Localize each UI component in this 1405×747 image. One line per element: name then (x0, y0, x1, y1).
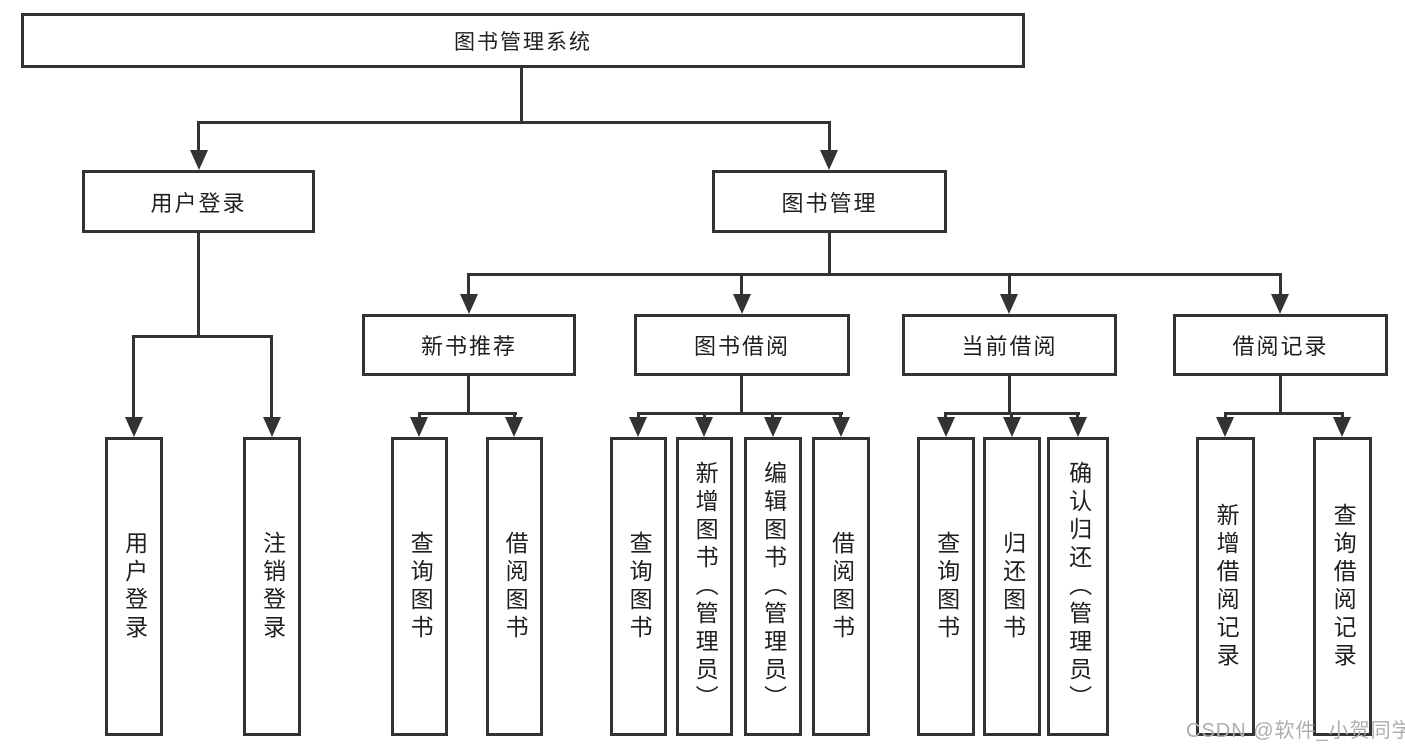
node-book-management: 图书管理 (712, 170, 947, 233)
connector-userlogin-vline (197, 233, 200, 335)
connector-drop-line (771, 412, 774, 419)
arrow-down-icon (505, 417, 523, 437)
leaf-label: 确认归还（管理员） (1065, 460, 1092, 713)
connector-drop-line (1076, 412, 1079, 419)
arrow-down-icon (1003, 417, 1021, 437)
leaf-query-books-recommend: 查询图书 (391, 437, 448, 736)
connector-borrow-vline (740, 376, 743, 412)
node-user-login: 用户登录 (82, 170, 315, 233)
connector-drop-line (740, 273, 743, 296)
leaf-label: 新增借阅记录 (1213, 502, 1240, 671)
connector-current-vline (1008, 376, 1011, 412)
connector-drop-line (703, 412, 706, 419)
leaf-label: 查询图书 (933, 530, 960, 643)
node-label: 图书管理系统 (454, 30, 592, 54)
connector-drop-line (132, 335, 135, 419)
arrow-down-icon (1271, 294, 1289, 314)
connector-drop-line (197, 121, 200, 152)
leaf-label: 归还图书 (999, 530, 1026, 643)
node-current-borrowing: 当前借阅 (902, 314, 1117, 376)
leaf-label: 借阅图书 (828, 530, 855, 643)
node-book-borrowing: 图书借阅 (634, 314, 850, 376)
leaf-label: 查询借阅记录 (1330, 502, 1357, 671)
connector-drop-line (637, 412, 640, 419)
connector-drop-line (467, 273, 470, 296)
connector-drop-line (828, 121, 831, 152)
leaf-borrow-books-recommend: 借阅图书 (486, 437, 543, 736)
leaf-user-login: 用户登录 (105, 437, 163, 736)
leaf-add-books-admin: 新增图书（管理员） (676, 437, 733, 736)
arrow-down-icon (1216, 417, 1234, 437)
leaf-add-borrow-record: 新增借阅记录 (1196, 437, 1255, 736)
connector-drop-line (270, 335, 273, 419)
leaf-label: 编辑图书（管理员） (760, 460, 787, 713)
connector-newbook-hline (418, 412, 517, 415)
node-borrowing-records: 借阅记录 (1173, 314, 1388, 376)
arrow-down-icon (460, 294, 478, 314)
connector-records-hline (1224, 412, 1344, 415)
connector-userlogin-hline (132, 335, 273, 338)
leaf-logout: 注销登录 (243, 437, 301, 736)
arrow-down-icon (695, 417, 713, 437)
node-label: 借阅记录 (1232, 334, 1329, 359)
leaf-label: 查询图书 (626, 530, 653, 643)
connector-drop-line (839, 412, 842, 419)
connector-drop-line (1224, 412, 1227, 419)
connector-drop-line (1279, 273, 1282, 296)
leaf-label: 借阅图书 (502, 530, 529, 643)
connector-root-hline (197, 121, 831, 124)
node-label: 图书管理 (781, 190, 878, 216)
connector-bookmgmt-hline (467, 273, 1282, 276)
leaf-query-borrow-record: 查询借阅记录 (1313, 437, 1372, 736)
leaf-query-books-borrowing: 查询图书 (610, 437, 667, 736)
arrow-down-icon (1333, 417, 1351, 437)
leaf-label: 新增图书（管理员） (692, 460, 719, 713)
leaf-query-books-current: 查询图书 (917, 437, 975, 736)
connector-drop-line (513, 412, 516, 419)
leaf-label: 注销登录 (259, 530, 286, 643)
leaf-return-books: 归还图书 (983, 437, 1041, 736)
connector-bookmgmt-vline (828, 233, 831, 273)
connector-drop-line (944, 412, 947, 419)
connector-drop-line (418, 412, 421, 419)
connector-newbook-vline (467, 376, 470, 412)
arrow-down-icon (410, 417, 428, 437)
node-label: 新书推荐 (420, 334, 517, 359)
watermark: CSDN @软件_小贺同学 (1186, 720, 1405, 742)
connector-records-vline (1279, 376, 1282, 412)
connector-drop-line (1010, 412, 1013, 419)
node-label: 图书借阅 (693, 334, 790, 359)
arrow-down-icon (733, 294, 751, 314)
arrow-down-icon (832, 417, 850, 437)
connector-borrow-hline (637, 412, 843, 415)
leaf-borrow-books: 借阅图书 (812, 437, 870, 736)
arrow-down-icon (764, 417, 782, 437)
leaf-confirm-return-admin: 确认归还（管理员） (1047, 437, 1109, 736)
leaf-edit-books-admin: 编辑图书（管理员） (744, 437, 802, 736)
arrow-down-icon (629, 417, 647, 437)
arrow-down-icon (820, 150, 838, 170)
arrow-down-icon (1069, 417, 1087, 437)
arrow-down-icon (1000, 294, 1018, 314)
arrow-down-icon (190, 150, 208, 170)
arrow-down-icon (125, 417, 143, 437)
leaf-label: 查询图书 (407, 530, 434, 643)
node-label: 当前借阅 (961, 334, 1058, 359)
leaf-label: 用户登录 (121, 530, 148, 643)
node-new-book-recommendation: 新书推荐 (362, 314, 576, 376)
connector-root-vline (520, 68, 523, 121)
arrow-down-icon (263, 417, 281, 437)
connector-drop-line (1341, 412, 1344, 419)
node-library-management-system: 图书管理系统 (21, 13, 1025, 68)
arrow-down-icon (937, 417, 955, 437)
node-label: 用户登录 (150, 190, 247, 216)
connector-drop-line (1008, 273, 1011, 296)
